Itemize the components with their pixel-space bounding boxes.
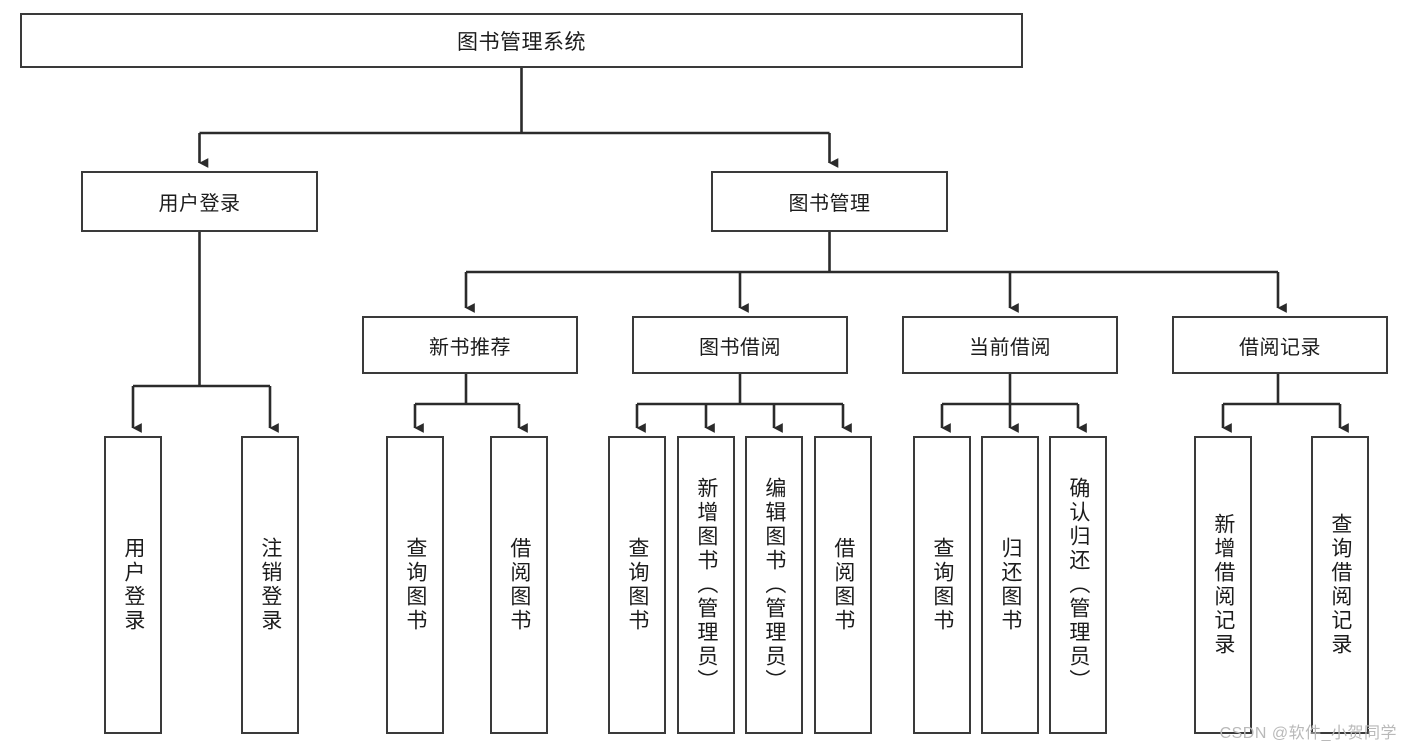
node-leaf-confirm-return-admin[interactable]: 确认归还（管理员） xyxy=(1049,436,1107,734)
node-label: 归还图书 xyxy=(998,537,1022,633)
node-leaf-query-book-rec[interactable]: 查询图书 xyxy=(386,436,444,734)
node-label: 新增图书（管理员） xyxy=(694,477,718,693)
node-label: 借阅图书 xyxy=(507,537,531,633)
node-label: 新书推荐 xyxy=(429,336,511,359)
node-leaf-borrow-book[interactable]: 借阅图书 xyxy=(814,436,872,734)
node-leaf-query-borrow-record[interactable]: 查询借阅记录 xyxy=(1311,436,1369,734)
node-leaf-user-login[interactable]: 用户登录 xyxy=(104,436,162,734)
node-new-book-recommend[interactable]: 新书推荐 xyxy=(362,316,578,374)
node-leaf-logout[interactable]: 注销登录 xyxy=(241,436,299,734)
node-label: 编辑图书（管理员） xyxy=(762,477,786,693)
node-label: 注销登录 xyxy=(258,537,282,633)
node-label: 图书管理 xyxy=(788,193,871,215)
node-leaf-add-borrow-record[interactable]: 新增借阅记录 xyxy=(1194,436,1252,734)
node-book-management[interactable]: 图书管理 xyxy=(711,171,948,232)
node-label: 查询图书 xyxy=(930,537,954,633)
node-label: 新增借阅记录 xyxy=(1211,513,1235,657)
node-label: 查询图书 xyxy=(625,537,649,633)
node-label: 当前借阅 xyxy=(969,336,1051,359)
node-leaf-borrow-book-rec[interactable]: 借阅图书 xyxy=(490,436,548,734)
node-user-login[interactable]: 用户登录 xyxy=(81,171,318,232)
node-current-borrow[interactable]: 当前借阅 xyxy=(902,316,1118,374)
node-book-borrow[interactable]: 图书借阅 xyxy=(632,316,848,374)
node-leaf-return-book[interactable]: 归还图书 xyxy=(981,436,1039,734)
node-leaf-query-book-current[interactable]: 查询图书 xyxy=(913,436,971,734)
node-label: 查询借阅记录 xyxy=(1328,513,1352,657)
node-label: 用户登录 xyxy=(158,193,241,215)
node-label: 确认归还（管理员） xyxy=(1066,477,1090,693)
node-leaf-query-book-borrow[interactable]: 查询图书 xyxy=(608,436,666,734)
node-label: 图书借阅 xyxy=(699,336,781,359)
node-borrow-records[interactable]: 借阅记录 xyxy=(1172,316,1388,374)
node-label: 借阅图书 xyxy=(831,537,855,633)
node-leaf-add-book-admin[interactable]: 新增图书（管理员） xyxy=(677,436,735,734)
node-label: 图书管理系统 xyxy=(457,30,586,54)
node-label: 用户登录 xyxy=(121,537,145,633)
node-root-system[interactable]: 图书管理系统 xyxy=(20,13,1023,68)
node-leaf-edit-book-admin[interactable]: 编辑图书（管理员） xyxy=(745,436,803,734)
node-label: 借阅记录 xyxy=(1239,336,1321,359)
node-label: 查询图书 xyxy=(403,537,427,633)
csdn-watermark: CSDN @软件_小贺同学 xyxy=(1219,725,1397,742)
